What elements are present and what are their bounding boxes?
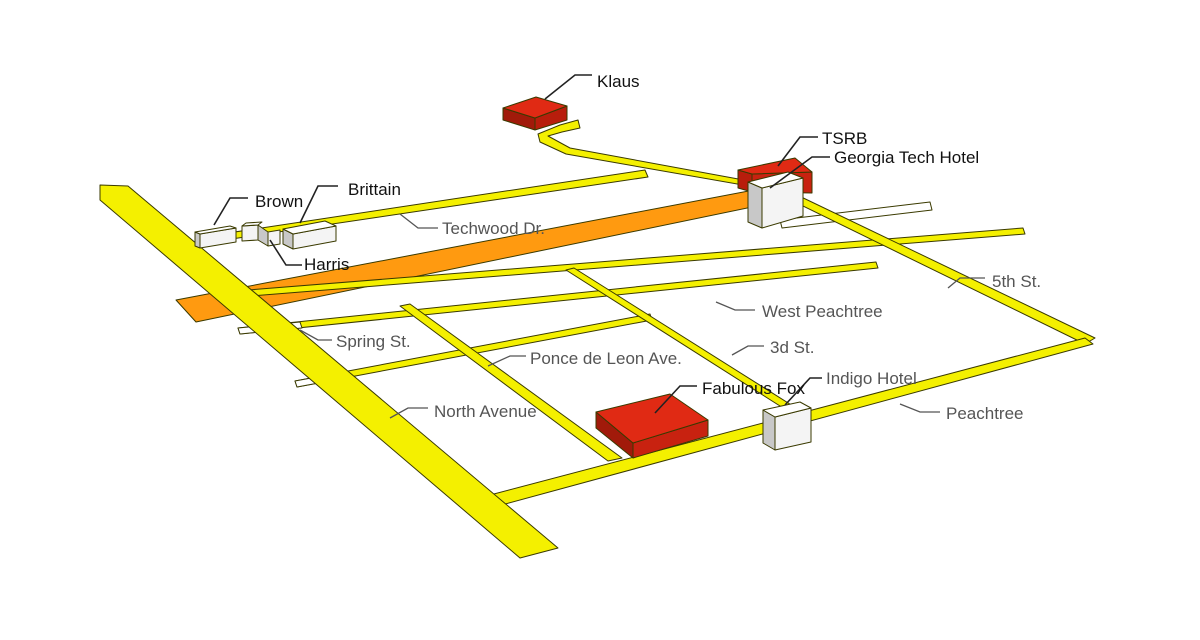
- leader-lines: [213, 74, 985, 419]
- road-north-avenue: [99, 184, 559, 559]
- klaus-leader: [544, 74, 592, 100]
- brown-leader: [213, 197, 248, 226]
- indigo-hotel-building[interactable]: [762, 401, 812, 451]
- buildings: [194, 96, 813, 459]
- label-techwood: Techwood Dr.: [442, 219, 545, 238]
- label-harris: Harris: [304, 255, 349, 274]
- label-georgia-tech-hotel: Georgia Tech Hotel: [834, 148, 979, 167]
- label-west-peachtree: West Peachtree: [762, 302, 883, 321]
- brown-building[interactable]: [194, 225, 237, 249]
- label-brittain: Brittain: [348, 180, 401, 199]
- building-labels: Klaus TSRB Georgia Tech Hotel Brown Brit…: [255, 72, 979, 398]
- road-ponce-de-leon: [399, 303, 623, 462]
- fabulous-fox-leader: [654, 385, 697, 414]
- street-labels: Techwood Dr. 5th St. West Peachtree Spri…: [336, 219, 1041, 423]
- georgia-tech-hotel-building[interactable]: [747, 171, 804, 229]
- label-indigo-hotel: Indigo Hotel: [826, 369, 917, 388]
- label-peachtree: Peachtree: [946, 404, 1024, 423]
- brittain-building[interactable]: [282, 220, 337, 250]
- fifth-st-leader: [947, 277, 985, 289]
- harris-building[interactable]: [241, 221, 281, 247]
- road-klaus-connector: [537, 119, 767, 190]
- label-fabulous-fox: Fabulous Fox: [702, 379, 805, 398]
- label-5th-st: 5th St.: [992, 272, 1041, 291]
- ponce-leader: [487, 355, 526, 367]
- harris-leader: [269, 239, 302, 266]
- label-3d-st: 3d St.: [770, 338, 814, 357]
- techwood-leader: [399, 213, 438, 229]
- road-north-white: [779, 201, 933, 229]
- label-tsrb: TSRB: [822, 129, 867, 148]
- label-ponce-de-leon: Ponce de Leon Ave.: [530, 349, 682, 368]
- spring-st-leader: [299, 329, 332, 341]
- 3d-st-leader: [731, 345, 764, 356]
- georgia-tech-hotel-leader: [769, 156, 830, 189]
- label-klaus: Klaus: [597, 72, 640, 91]
- peachtree-leader: [899, 403, 940, 413]
- tsrb-leader: [777, 136, 818, 167]
- fabulous-fox-building[interactable]: [595, 393, 709, 459]
- indigo-hotel-leader: [784, 377, 822, 406]
- roads: [99, 119, 1096, 559]
- label-spring-st: Spring St.: [336, 332, 411, 351]
- klaus-building[interactable]: [502, 96, 568, 131]
- brittain-leader: [299, 185, 338, 224]
- north-avenue-leader: [389, 407, 428, 419]
- label-north-avenue: North Avenue: [434, 402, 537, 421]
- label-brown: Brown: [255, 192, 303, 211]
- west-peachtree-leader: [715, 301, 755, 311]
- road-5th-st: [235, 227, 1026, 298]
